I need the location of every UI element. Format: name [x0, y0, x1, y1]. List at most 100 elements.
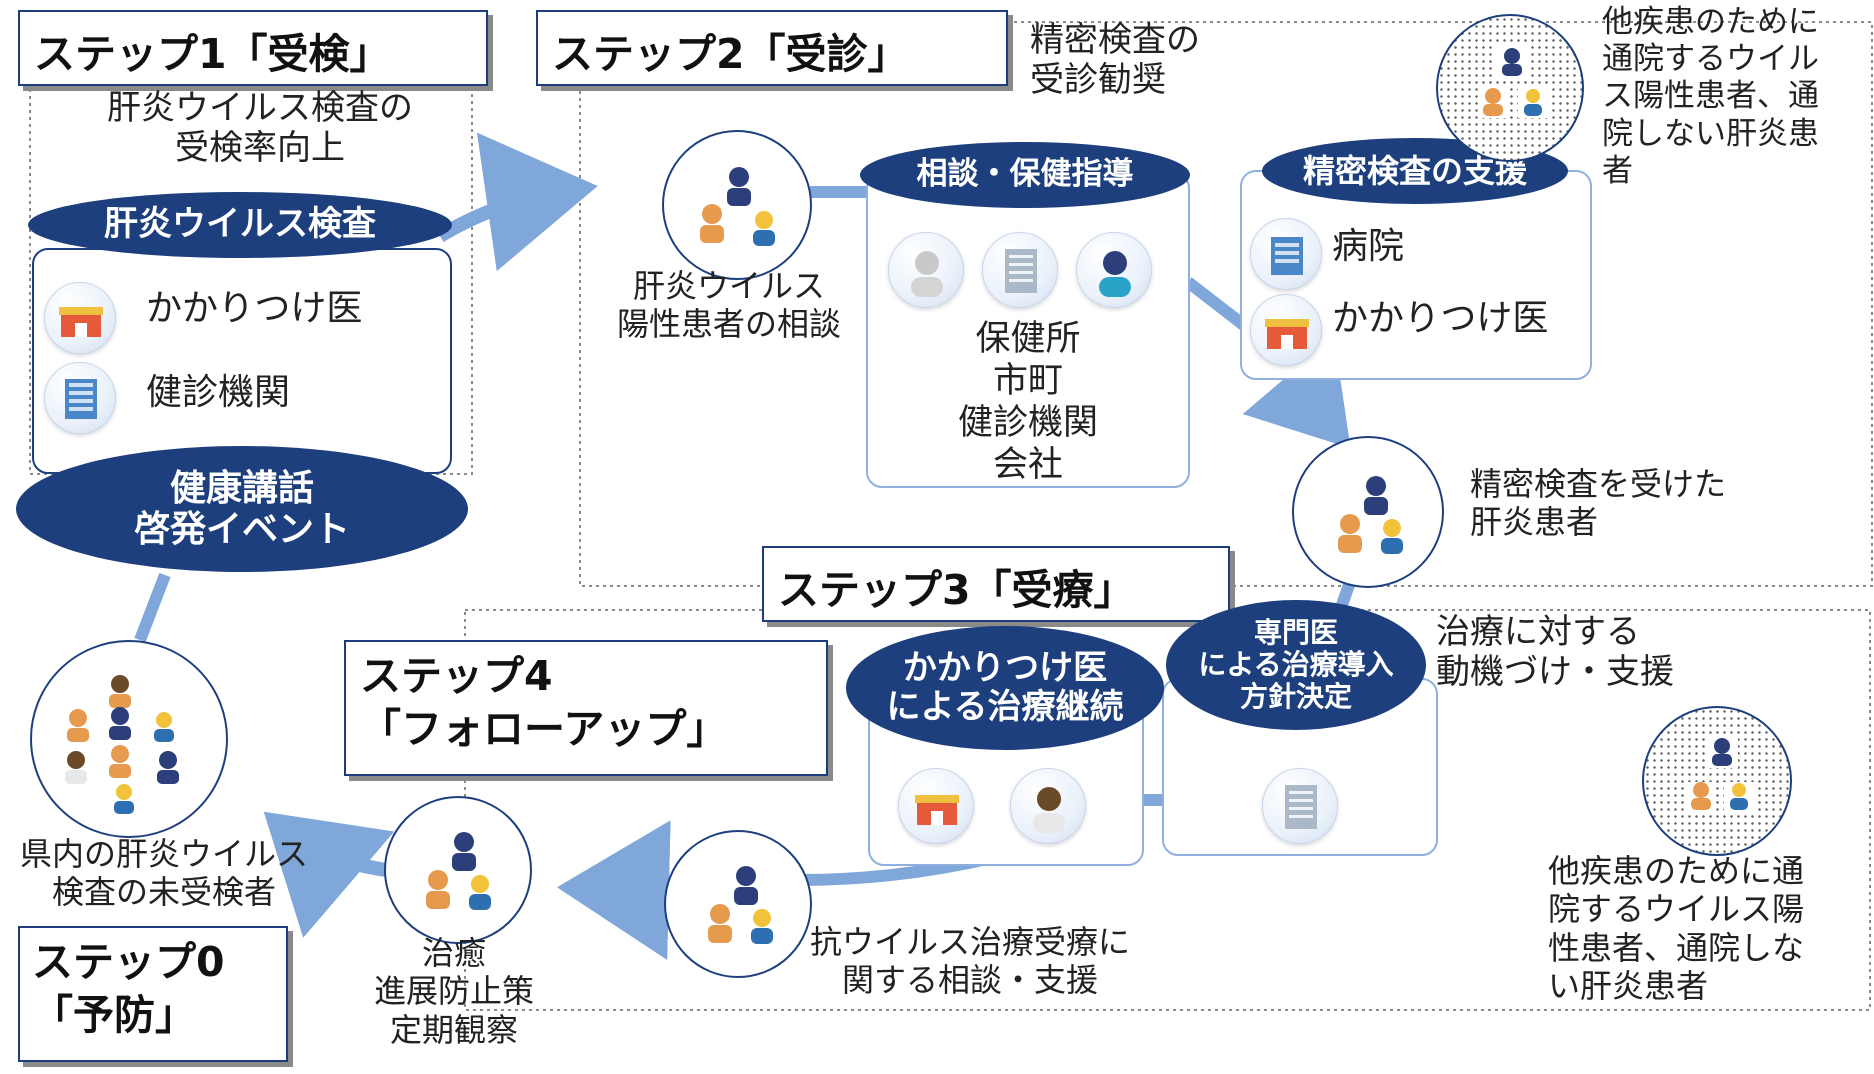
health-lecture-line1: 健康講話	[169, 467, 314, 509]
other-patients-circle-bottom	[1642, 706, 1792, 856]
continuation-oval: かかりつけ医 による治療継続	[846, 626, 1164, 750]
building-icon	[1262, 768, 1338, 844]
followup-circle	[384, 796, 532, 944]
followup-line1: 治癒	[421, 934, 486, 972]
antiviral-caption-line2: 関する相談・支援	[841, 960, 1098, 999]
continuation-oval-line1: かかりつけ医	[902, 647, 1108, 688]
untested-population-circle	[30, 640, 228, 838]
people-icon	[1686, 736, 1754, 812]
guidance-panel	[866, 172, 1190, 488]
arrow-step1-to-step2	[436, 132, 598, 272]
guidance-oval: 相談・保健指導	[860, 142, 1190, 208]
step4-title-box: ステップ4 「フォローアップ」	[344, 640, 828, 776]
nurse-icon	[888, 232, 964, 308]
health-lecture-line2: 啓発イベント	[133, 509, 350, 550]
specialist-oval: 専門医 による治療導入 方針決定	[1166, 600, 1426, 730]
people-icon	[426, 832, 491, 910]
guidance-item-checkup: 健診機関	[957, 403, 1098, 443]
examined-caption: 精密検査を受けた 肝炎患者	[1470, 465, 1727, 542]
step3-other-note-line2: 院するウイルス陽	[1548, 890, 1805, 929]
building-icon	[1250, 218, 1322, 290]
step2-title-box: ステップ2「受診」	[536, 10, 1008, 86]
health-lecture-oval: 健康講話 啓発イベント	[16, 446, 468, 572]
arrow-antiviral-to-followup	[557, 820, 671, 961]
continuation-oval-line2: による治療継続	[886, 687, 1124, 727]
support-oval: 精密検査の支援	[1262, 138, 1568, 204]
building-icon	[982, 232, 1058, 308]
step0-title-line2: 「予防」	[32, 991, 196, 1040]
guidance-item-company: 会社	[992, 445, 1063, 485]
step3-other-note: 他疾患のために通 院するウイルス陽 性患者、通院しな い肝炎患者	[1548, 852, 1804, 1006]
support-item-hospital: 病院	[1332, 226, 1405, 267]
clinic-icon	[44, 282, 116, 354]
examined-caption-line2: 肝炎患者	[1470, 502, 1599, 541]
step1-item-health-checkup: 健診機関	[146, 372, 291, 413]
step2-note: 精密検査の 受診勧奨	[1030, 20, 1200, 100]
people-icon	[700, 167, 775, 246]
step2-note-line2: 受診勧奨	[1030, 60, 1166, 101]
hepatitis-test-oval: 肝炎ウイルス検査	[28, 192, 452, 258]
connector-untested-step1	[134, 572, 171, 643]
step1-subtitle: 肝炎ウイルス検査の 受検率向上	[60, 88, 460, 168]
specialist-oval-line3: 方針決定	[1239, 680, 1352, 714]
step2-other-note-line3: ス陽性患者、通	[1602, 78, 1819, 115]
guidance-oval-label: 相談・保健指導	[916, 156, 1134, 193]
doctor-icon	[1076, 232, 1152, 308]
step1-subtitle-line1: 肝炎ウイルス検査の	[107, 88, 413, 128]
motivation-line1: 治療に対する	[1436, 612, 1640, 652]
consult-caption: 肝炎ウイルス 陽性患者の相談	[594, 267, 864, 344]
step2-other-note: 他疾患のために 通院するウイル ス陽性患者、通 院しない肝炎患 者	[1602, 4, 1819, 190]
step0-title-box: ステップ0 「予防」	[18, 926, 288, 1062]
step3-other-note-line4: い肝炎患者	[1548, 967, 1709, 1006]
guidance-items: 保健所 市町 健診機関 会社	[866, 318, 1190, 486]
followup-line2: 進展防止策	[373, 972, 534, 1011]
motivation-note: 治療に対する 動機づけ・支援	[1436, 612, 1674, 692]
people-icon	[1478, 46, 1548, 118]
guidance-item-municipality: 市町	[992, 361, 1063, 401]
examined-caption-line1: 精密検査を受けた	[1470, 465, 1727, 503]
clinic-icon	[1250, 294, 1322, 366]
other-patients-circle-top	[1436, 14, 1584, 162]
step1-title: ステップ1「受検」	[34, 30, 391, 78]
step0-title-line1: ステップ0	[32, 938, 225, 986]
step2-other-note-line4: 院しない肝炎患	[1602, 115, 1819, 152]
examined-patient-circle	[1292, 436, 1444, 588]
step1-item-family-doctor: かかりつけ医	[146, 288, 363, 329]
doctor-icon	[1010, 768, 1086, 844]
people-icon	[708, 866, 773, 944]
hepatitis-test-label: 肝炎ウイルス検査	[104, 204, 376, 245]
step2-other-note-line5: 者	[1602, 152, 1633, 189]
step1-region	[29, 87, 473, 475]
followup-caption: 治癒 進展防止策 定期観察	[336, 934, 572, 1049]
step3-other-note-line3: 性患者、通院しな	[1548, 928, 1805, 967]
step3-other-note-line1: 他疾患のために通	[1548, 852, 1805, 890]
consult-caption-line2: 陽性患者の相談	[616, 304, 841, 343]
clinic-icon	[898, 768, 974, 844]
guidance-item-health-center: 保健所	[975, 319, 1081, 359]
untested-caption: 県内の肝炎ウイルス 検査の未受検者	[4, 835, 324, 912]
followup-line3: 定期観察	[389, 1010, 518, 1049]
building-icon	[44, 362, 116, 434]
arrow-followup-to-untested	[263, 811, 395, 938]
consult-people-circle	[662, 130, 812, 280]
untested-caption-line2: 検査の未受検者	[51, 872, 276, 911]
support-item-family-doctor: かかりつけ医	[1332, 298, 1549, 339]
people-icon	[65, 675, 179, 814]
step4-title-line2: 「フォローアップ」	[360, 705, 728, 754]
step2-other-note-line1: 他疾患のために	[1602, 4, 1819, 40]
step2-title: ステップ2「受診」	[552, 30, 909, 78]
step3-title-box: ステップ3「受療」	[762, 546, 1230, 622]
step4-title-line1: ステップ4	[360, 652, 553, 700]
step2-other-note-line2: 通院するウイル	[1602, 41, 1819, 78]
consult-caption-line1: 肝炎ウイルス	[632, 267, 825, 305]
step3-title: ステップ3「受療」	[778, 566, 1135, 614]
antiviral-consult-circle	[664, 830, 812, 978]
antiviral-caption-line1: 抗ウイルス治療受療に	[809, 923, 1130, 961]
step1-facility-panel	[32, 248, 452, 474]
specialist-oval-line2: による治療導入	[1198, 647, 1394, 681]
step1-subtitle-line2: 受検率向上	[175, 128, 345, 169]
people-icon	[1338, 476, 1403, 554]
antiviral-caption: 抗ウイルス治療受療に 関する相談・支援	[780, 923, 1160, 1000]
motivation-line2: 動機づけ・支援	[1436, 652, 1674, 693]
untested-caption-line1: 県内の肝炎ウイルス	[19, 835, 308, 873]
